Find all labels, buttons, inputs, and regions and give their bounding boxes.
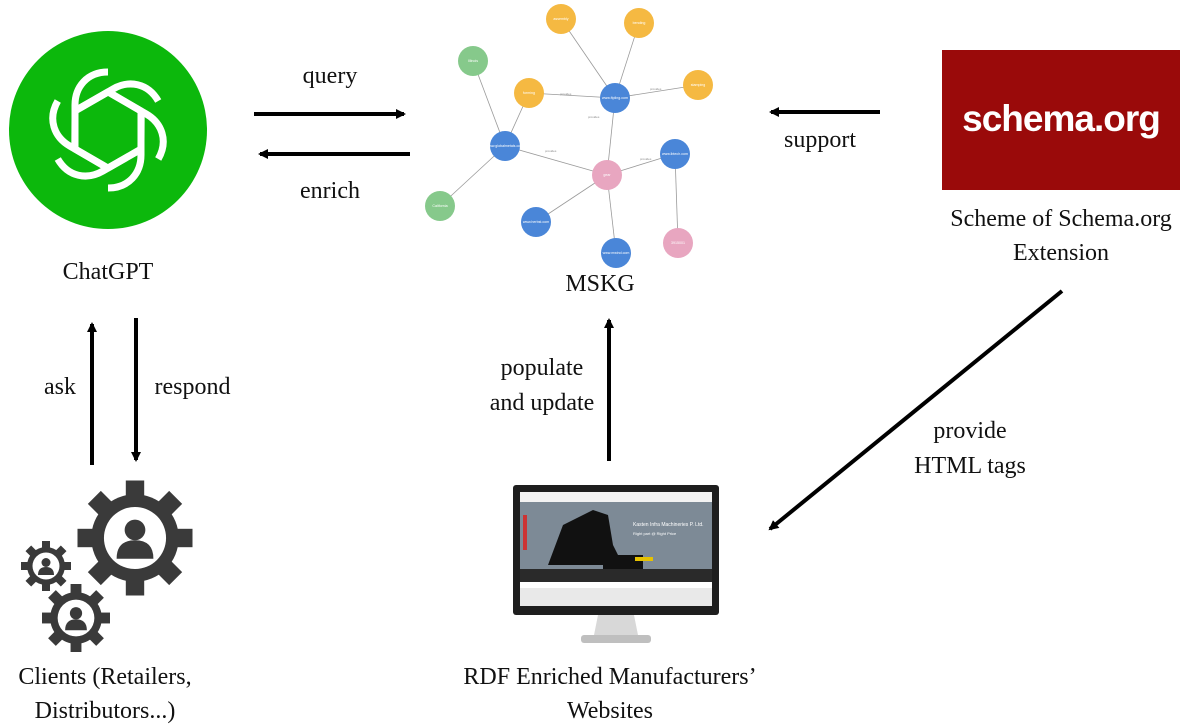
- graph-node: [600, 83, 630, 113]
- respond-label: respond: [154, 374, 231, 400]
- graph-node: [425, 191, 455, 221]
- graph-node-label: www.ftpling.com: [602, 96, 628, 100]
- svg-text:provides: provides: [640, 157, 652, 161]
- svg-text:provides: provides: [545, 149, 557, 153]
- provide-label-line2: HTML tags: [914, 453, 1026, 479]
- mskg-caption: MSKG: [565, 271, 635, 297]
- monitor-icon: [513, 485, 719, 643]
- ask-label: ask: [44, 374, 76, 400]
- provide-arrow: [768, 289, 1064, 531]
- graph-edge-labels: provides provides provides provides prov…: [545, 87, 662, 161]
- rdf-caption-line2: Websites: [566, 698, 654, 724]
- graph-node-label: bending: [633, 21, 646, 25]
- graph-node-label: gear: [603, 173, 611, 177]
- svg-text:provides: provides: [560, 92, 572, 96]
- mskg-graph: provides provides provides provides prov…: [425, 4, 713, 268]
- graph-node-label: forming: [523, 91, 535, 95]
- graph-node-label: www.mwind.com: [603, 251, 630, 255]
- gear-cluster-icon: [21, 480, 193, 652]
- enrich-label: enrich: [300, 178, 360, 204]
- schema-org-logo: schema.org: [942, 50, 1180, 190]
- populate-label-line1: populate: [500, 355, 584, 381]
- rdf-caption-line1: RDF Enriched Manufacturers’: [463, 664, 757, 690]
- schema-caption-line1: Scheme of Schema.org: [950, 206, 1172, 232]
- chatgpt-logo-icon: [9, 31, 207, 229]
- graph-node-label: www.herbst.com: [523, 220, 549, 224]
- graph-node: [458, 46, 488, 76]
- graph-node: [490, 131, 520, 161]
- graph-node-label: California: [432, 204, 447, 208]
- graph-node-label: www.globalmetals.com: [487, 144, 524, 148]
- graph-node: [514, 78, 544, 108]
- clients-caption-line2: Distributors...): [34, 698, 176, 724]
- website-heading: Kasten Infra Machineries P. Ltd.: [633, 522, 704, 528]
- clients-caption-line1: Clients (Retailers,: [18, 664, 192, 690]
- populate-label-line2: and update: [489, 390, 595, 416]
- manufacturer-website-monitor: Kasten Infra Machineries P. Ltd. Right p…: [513, 485, 719, 650]
- graph-nodes: [425, 4, 713, 268]
- graph-node: [601, 238, 631, 268]
- graph-node-label: 3915001: [671, 241, 685, 245]
- graph-node: [546, 4, 576, 34]
- graph-node-labels: assembly bending forming stamping Illino…: [432, 17, 705, 255]
- schema-org-logo-text: schema.org: [962, 98, 1161, 139]
- website-tagline: Right part @ Right Price: [633, 531, 677, 536]
- graph-node: [624, 8, 654, 38]
- graph-node-label: stamping: [691, 83, 706, 87]
- graph-node: [660, 139, 690, 169]
- support-label: support: [784, 127, 856, 153]
- graph-node: [663, 228, 693, 258]
- graph-node-label: Illinois: [468, 59, 478, 63]
- graph-node: [592, 160, 622, 190]
- chatgpt-caption: ChatGPT: [62, 259, 154, 285]
- provide-label-line1: provide: [933, 418, 1007, 444]
- graph-node-label: www.lbtech.com: [662, 152, 688, 156]
- clients-gears: [18, 478, 198, 658]
- svg-text:provides: provides: [650, 87, 662, 91]
- graph-node: [521, 207, 551, 237]
- graph-node-label: assembly: [553, 17, 568, 21]
- svg-text:provides: provides: [588, 115, 600, 119]
- schema-caption-line2: Extension: [1013, 240, 1109, 266]
- query-label: query: [302, 63, 358, 89]
- chatgpt-logo: [9, 31, 207, 229]
- graph-node: [683, 70, 713, 100]
